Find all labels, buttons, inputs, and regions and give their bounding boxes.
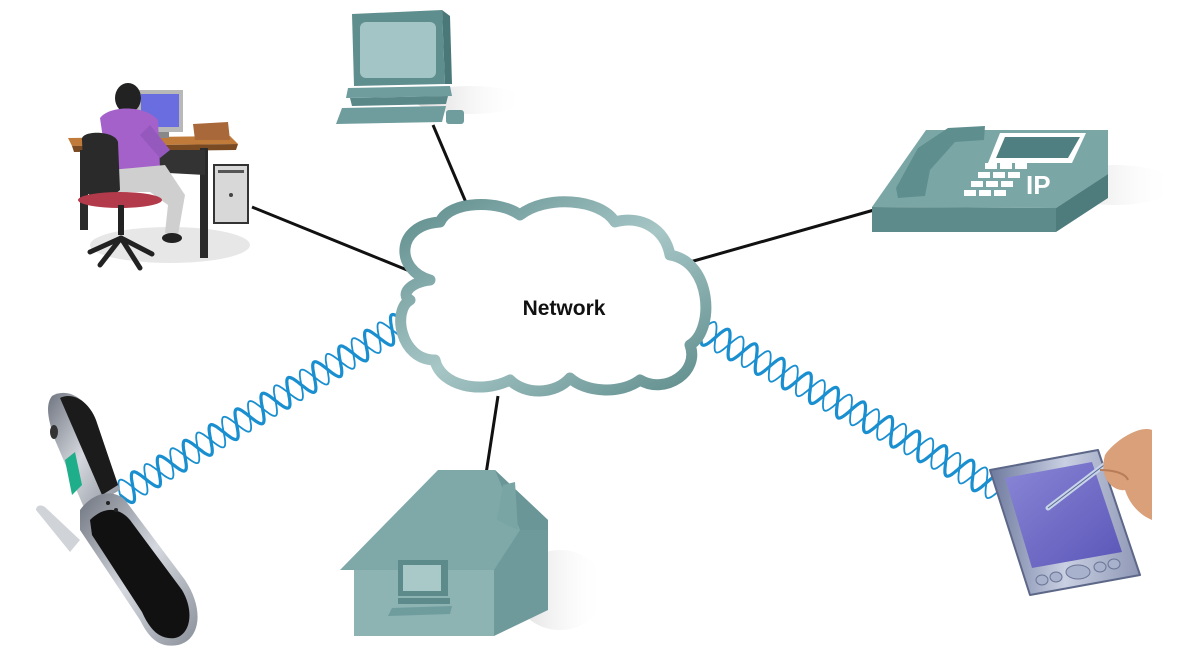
- person-at-desktop-computer-icon: [68, 83, 249, 271]
- link-ip-phone: [689, 208, 875, 264]
- cloud-label: Network: [523, 297, 606, 320]
- cell-phone-node[interactable]: [36, 392, 198, 646]
- wireless-wave: [117, 321, 408, 496]
- desktop-pc-node[interactable]: [336, 10, 525, 124]
- wireless-wave: [701, 320, 1001, 500]
- office-workstation-node[interactable]: [68, 83, 250, 271]
- pda-with-stylus-icon: [989, 429, 1152, 596]
- wireless-link-cell-phone: [117, 312, 408, 505]
- link-office-workstation: [251, 205, 413, 274]
- pda-node[interactable]: [989, 429, 1152, 596]
- flip-cell-phone-icon: [36, 392, 198, 646]
- cloud-shape: [395, 196, 712, 397]
- ip-label: IP: [1026, 170, 1051, 200]
- home-node[interactable]: [340, 470, 605, 636]
- ip-phone-icon: IP: [872, 126, 1108, 232]
- network-cloud[interactable]: Network: [395, 196, 712, 397]
- desktop-computer-icon: [336, 10, 464, 124]
- house-with-computer-icon: [340, 470, 548, 636]
- keypad: [964, 163, 1027, 196]
- wireless-link-pda: [699, 320, 1003, 500]
- ip-phone-node[interactable]: IP: [872, 126, 1175, 232]
